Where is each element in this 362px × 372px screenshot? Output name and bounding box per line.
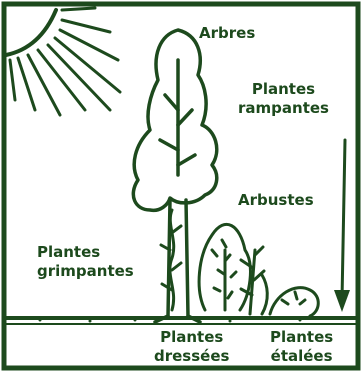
label-plantes-grimpantes-line2: grimpantes [37, 262, 134, 281]
label-plantes-dressees: Plantes dressées [154, 328, 229, 366]
label-arbres: Arbres [199, 24, 255, 43]
creeping-plant-icon [334, 140, 350, 312]
label-plantes-grimpantes: Plantes grimpantes [37, 243, 134, 281]
tree-icon [133, 30, 216, 322]
label-plantes-dressees-line2: dressées [154, 347, 229, 366]
label-plantes-rampantes-line2: rampantes [238, 99, 329, 118]
frame-border [4, 4, 358, 368]
spreading-plant-icon [270, 288, 318, 316]
shrub-icon [199, 224, 250, 310]
label-plantes-dressees-line1: Plantes [154, 328, 229, 347]
label-plantes-etalees-line1: Plantes [270, 328, 333, 347]
sun-icon [6, 8, 120, 115]
climbing-plant-icon [161, 210, 181, 310]
label-plantes-etalees: Plantes étalées [270, 328, 333, 366]
label-plantes-rampantes: Plantes rampantes [238, 80, 329, 118]
label-plantes-grimpantes-line1: Plantes [37, 243, 134, 262]
label-plantes-rampantes-line1: Plantes [238, 80, 329, 99]
label-plantes-etalees-line2: étalées [270, 347, 333, 366]
label-arbustes: Arbustes [238, 191, 314, 210]
